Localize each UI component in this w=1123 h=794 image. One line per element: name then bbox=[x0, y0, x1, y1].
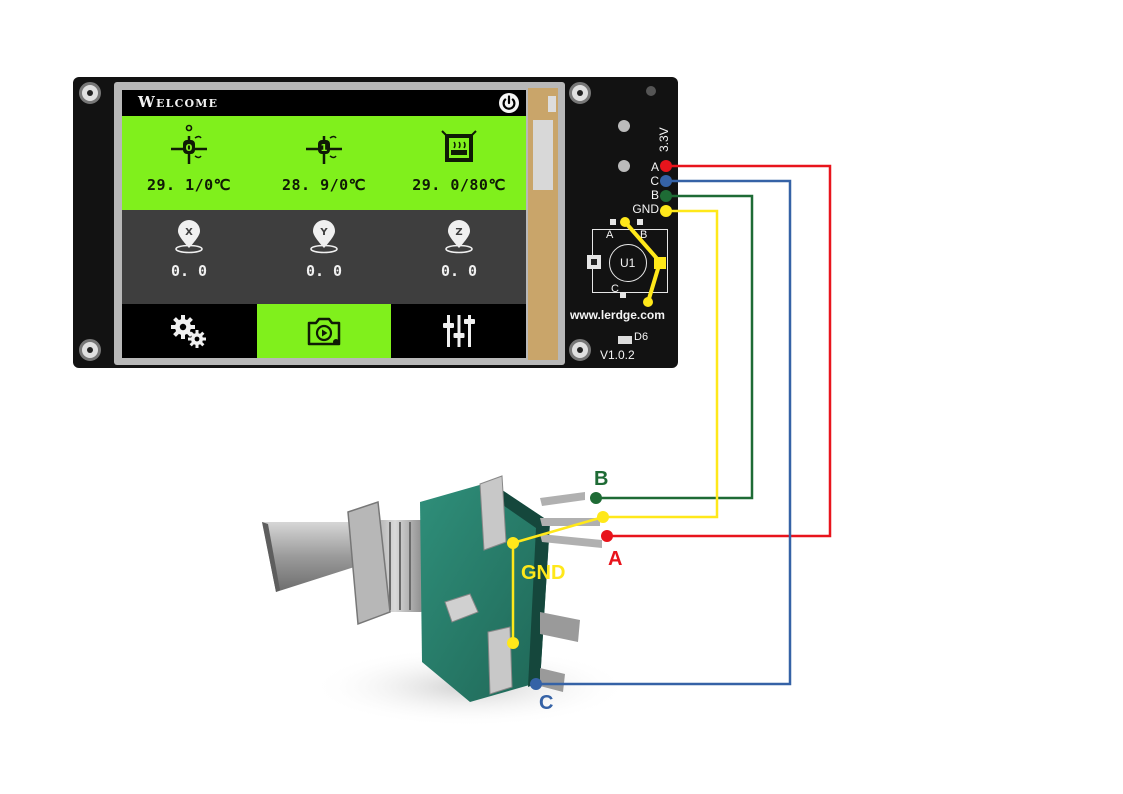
z-axis-tile[interactable]: Z 0. 0 bbox=[392, 210, 526, 304]
pin-label-b: B bbox=[650, 188, 659, 202]
lcd-screen: Welcome 0 29. 1/0℃ 1 bbox=[122, 90, 526, 358]
encoder-footprint-circle bbox=[609, 244, 647, 282]
component bbox=[548, 96, 556, 112]
nozzle-1-tile[interactable]: 1 28. 9/0℃ bbox=[257, 116, 391, 210]
pin-a-dot bbox=[660, 160, 672, 172]
encoder-gnd-dot bbox=[597, 511, 609, 523]
mount-hole bbox=[79, 339, 101, 361]
z-axis-value: 0. 0 bbox=[440, 262, 478, 280]
version-label: V1.0.2 bbox=[600, 348, 635, 362]
z-axis-pin-icon: Z bbox=[445, 220, 473, 254]
encoder-b-dot bbox=[590, 492, 602, 504]
connector bbox=[533, 120, 553, 190]
encoder-label-c: C bbox=[539, 692, 554, 714]
svg-text:1: 1 bbox=[321, 143, 328, 154]
z-axis-letter: Z bbox=[455, 227, 462, 238]
solder-pad bbox=[618, 120, 630, 132]
led-component bbox=[618, 336, 632, 344]
y-axis-tile[interactable]: Y 0. 0 bbox=[257, 210, 391, 304]
y-axis-letter: Y bbox=[319, 227, 328, 238]
nozzle-1-icon: 1 bbox=[306, 135, 342, 164]
temperature-panel: 0 29. 1/0℃ 1 28. 9/0℃ bbox=[122, 116, 526, 210]
nozzle-0-temperature: 29. 1/0℃ bbox=[146, 176, 232, 194]
y-axis-pin-icon: Y bbox=[310, 220, 338, 254]
encoder-label-gnd: GND bbox=[521, 562, 566, 584]
pin-label-gnd: GND bbox=[632, 202, 659, 216]
x-axis-pin-icon: X bbox=[175, 220, 203, 254]
encoder-gnd-dot bbox=[507, 637, 519, 649]
wire-b bbox=[596, 194, 754, 500]
mount-hole bbox=[569, 82, 591, 104]
encoder-label-b: B bbox=[594, 468, 609, 490]
print-button[interactable] bbox=[257, 304, 391, 358]
solder-pad-hole bbox=[591, 259, 597, 265]
mount-hole bbox=[569, 339, 591, 361]
svg-text:0: 0 bbox=[186, 143, 193, 154]
pad-label-b: B bbox=[640, 229, 648, 241]
pin-gnd-dot bbox=[660, 205, 672, 217]
encoder-c-dot bbox=[530, 678, 542, 690]
y-axis-value: 0. 0 bbox=[305, 262, 343, 280]
encoder-gnd-dot bbox=[507, 537, 519, 549]
nozzle-0-icon: 0 bbox=[171, 124, 207, 164]
pin-b-dot bbox=[660, 190, 672, 202]
heated-bed-icon bbox=[441, 130, 477, 162]
gnd-pad-dot bbox=[643, 297, 653, 307]
bottom-menu bbox=[122, 304, 526, 358]
pad-label-a: A bbox=[606, 229, 614, 241]
x-axis-letter: X bbox=[185, 227, 193, 238]
solder-pad bbox=[637, 219, 643, 225]
x-axis-tile[interactable]: X 0. 0 bbox=[122, 210, 256, 304]
axis-panel: X 0. 0 Y 0. 0 Z 0. 0 bbox=[122, 210, 526, 304]
encoder-label-a: A bbox=[608, 548, 623, 570]
pin-label-a: A bbox=[650, 160, 659, 174]
led-label: D6 bbox=[634, 331, 649, 343]
gears-icon bbox=[171, 315, 206, 348]
solder-pad bbox=[610, 219, 616, 225]
solder-pad bbox=[620, 292, 626, 298]
chip-label: U1 bbox=[620, 256, 636, 270]
print-play-icon bbox=[307, 317, 341, 346]
wire-c bbox=[536, 179, 792, 686]
x-axis-value: 0. 0 bbox=[170, 262, 208, 280]
bed-tile[interactable]: 29. 0/80℃ bbox=[392, 116, 526, 210]
sliders-icon bbox=[443, 315, 475, 347]
pin-c-dot bbox=[660, 175, 672, 187]
gnd-pad-square bbox=[654, 257, 666, 269]
settings-button[interactable] bbox=[122, 304, 256, 358]
power-icon[interactable] bbox=[498, 92, 520, 114]
title-bar: Welcome bbox=[122, 90, 526, 116]
gnd-pad-dot bbox=[620, 217, 630, 227]
solder-pad bbox=[646, 86, 656, 96]
encoder-a-dot bbox=[601, 530, 613, 542]
wire-a bbox=[607, 164, 832, 538]
pin-label-c: C bbox=[650, 174, 659, 188]
mount-hole bbox=[79, 82, 101, 104]
screen-title: Welcome bbox=[138, 93, 219, 111]
url-label: www.lerdge.com bbox=[570, 308, 665, 322]
tune-button[interactable] bbox=[392, 304, 526, 358]
solder-pad bbox=[618, 160, 630, 172]
nozzle-0-tile[interactable]: 0 29. 1/0℃ bbox=[122, 116, 256, 210]
wire-gnd bbox=[511, 209, 719, 643]
pad-label-c: C bbox=[611, 283, 619, 295]
rotary-encoder-photo bbox=[262, 475, 620, 727]
nozzle-1-temperature: 28. 9/0℃ bbox=[281, 176, 367, 194]
bed-temperature: 29. 0/80℃ bbox=[412, 176, 506, 194]
